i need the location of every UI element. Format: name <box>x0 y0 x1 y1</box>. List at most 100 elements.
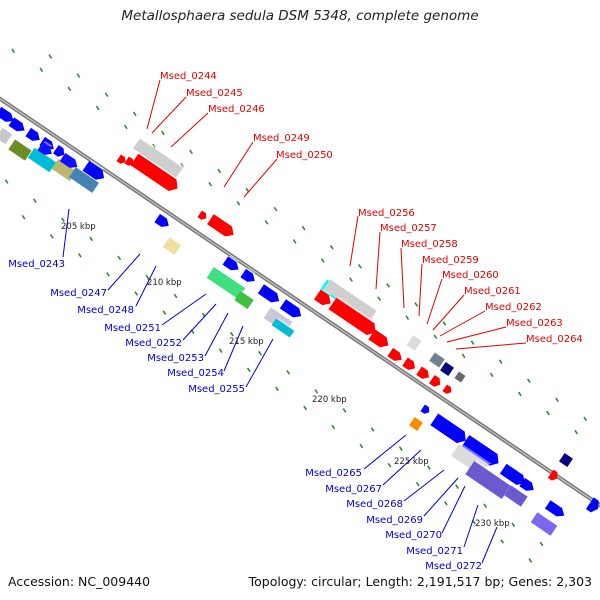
gene-feature <box>544 499 565 517</box>
gene-feature <box>124 155 136 166</box>
tick-mark <box>61 217 65 223</box>
gene-label-msed-0260: Msed_0260 <box>442 270 499 281</box>
gene-feature <box>8 138 35 161</box>
gene-feature <box>430 413 468 444</box>
gene-feature <box>440 361 457 376</box>
tick-mark <box>546 410 550 416</box>
tick-mark <box>173 293 178 299</box>
tick-mark <box>301 225 306 231</box>
kbp-label-230: 230 kbp <box>475 519 510 529</box>
tick-mark <box>555 397 559 403</box>
gene-feature <box>402 356 417 370</box>
gene-feature <box>465 460 514 499</box>
gene-label-msed-0258: Msed_0258 <box>401 239 458 250</box>
gene-label-msed-0265: Msed_0265 <box>305 468 362 479</box>
kbp-label-225: 225 kbp <box>394 457 429 467</box>
tick-mark <box>246 367 251 373</box>
tick-mark <box>461 353 466 359</box>
tick-mark <box>275 386 279 392</box>
tick-mark <box>95 105 100 111</box>
gene-feature <box>323 278 380 321</box>
tick-mark <box>180 162 184 168</box>
tick-mark <box>273 206 278 212</box>
tick-mark <box>49 234 54 239</box>
tick-mark <box>427 465 431 470</box>
gene-label-msed-0257: Msed_0257 <box>380 223 437 234</box>
tick-mark <box>511 522 516 528</box>
tick-mark <box>489 372 494 378</box>
gene-feature <box>279 298 303 318</box>
topology-text: Topology: circular; Length: 2,191,517 bp… <box>248 574 592 589</box>
tick-mark <box>443 500 448 506</box>
gene-feature <box>559 452 576 467</box>
tick-mark <box>528 558 533 563</box>
tick-mark <box>229 331 234 337</box>
tick-mark <box>189 149 193 155</box>
tick-mark <box>292 239 297 244</box>
gene-feature <box>0 127 16 145</box>
gene-feature <box>530 511 561 536</box>
tick-mark <box>455 484 459 489</box>
gene-feature <box>197 209 209 220</box>
tick-mark <box>67 86 72 92</box>
gene-label-msed-0249: Msed_0249 <box>253 133 310 144</box>
tick-mark <box>236 200 241 206</box>
gene-feature <box>368 328 390 348</box>
gene-feature <box>387 347 403 361</box>
gene-label-msed-0247: Msed_0247 <box>50 288 107 299</box>
gene-feature <box>271 317 298 338</box>
tick-mark <box>483 503 488 509</box>
gene-label-msed-0254: Msed_0254 <box>167 368 224 379</box>
tick-mark <box>264 220 269 225</box>
tick-mark <box>329 244 334 250</box>
tick-mark <box>500 539 505 544</box>
gene-label-msed-0243: Msed_0243 <box>8 259 65 270</box>
gene-label-msed-0261: Msed_0261 <box>464 286 521 297</box>
gene-feature <box>454 370 469 383</box>
gene-feature <box>240 268 256 282</box>
kbp-label-220: 220 kbp <box>312 395 347 405</box>
gene-label-msed-0264: Msed_0264 <box>526 334 583 345</box>
tick-mark <box>349 277 353 282</box>
tick-mark <box>134 291 139 296</box>
gene-label-msed-0252: Msed_0252 <box>125 338 182 349</box>
gene-feature <box>504 484 531 507</box>
tick-mark <box>4 179 9 184</box>
gene-label-msed-0267: Msed_0267 <box>325 484 382 495</box>
backbone <box>0 96 600 508</box>
tick-mark <box>405 315 410 320</box>
feature-blocks <box>0 106 600 536</box>
tick-mark <box>217 168 222 174</box>
tick-mark <box>145 274 150 280</box>
gene-feature <box>519 477 535 491</box>
tick-mark <box>286 370 291 375</box>
gene-feature <box>154 213 170 227</box>
gene-feature <box>257 283 281 303</box>
tick-mark <box>152 143 156 149</box>
tick-mark <box>218 348 223 353</box>
tick-mark <box>517 391 522 397</box>
gene-label-msed-0246: Msed_0246 <box>208 104 265 115</box>
kbp-label-205: 205 kbp <box>61 222 96 232</box>
tick-mark <box>583 416 588 422</box>
tick-mark <box>472 520 476 525</box>
gene-feature <box>442 383 454 394</box>
tick-mark <box>358 264 362 269</box>
tick-mark <box>11 48 16 54</box>
gene-feature <box>206 266 249 300</box>
tick-mark <box>89 236 94 242</box>
gene-feature <box>53 144 67 157</box>
gene-feature <box>429 351 448 368</box>
tick-mark <box>208 181 213 187</box>
gene-feature <box>314 289 332 306</box>
tick-mark <box>526 378 531 384</box>
gene-feature <box>416 365 431 379</box>
tick-mark <box>123 124 128 130</box>
gene-feature <box>499 463 526 485</box>
kbp-label-215: 215 kbp <box>229 337 264 347</box>
tick-mark <box>48 54 53 59</box>
gene-feature <box>8 116 26 132</box>
gene-feature <box>59 152 79 168</box>
tick-mark <box>386 283 391 288</box>
